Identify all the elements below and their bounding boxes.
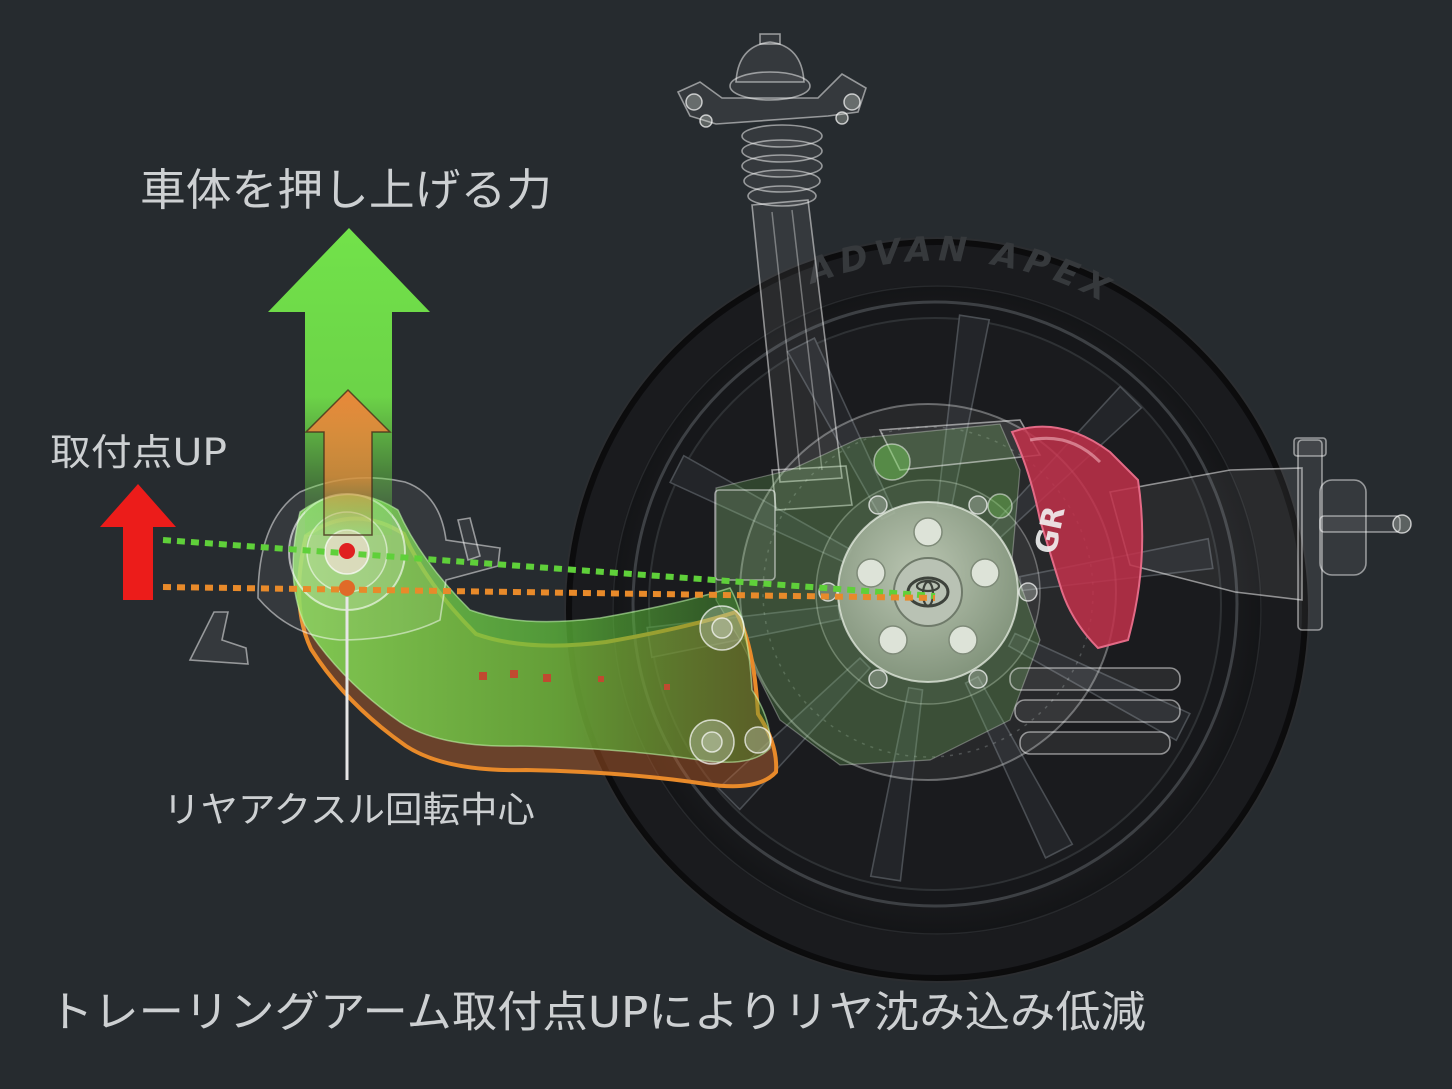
mount-point-up-label: 取付点UP	[50, 431, 227, 474]
tire-sidewall-line	[612, 285, 1262, 935]
strut-mount-plate	[676, 72, 867, 125]
knuckle-bolt	[987, 493, 1013, 519]
hub-bolt	[868, 495, 888, 515]
shock-absorber-rod	[791, 209, 823, 471]
tire-sidewall	[572, 245, 1302, 975]
lift-force-label: 車体を押し上げる力	[140, 165, 552, 216]
lift-force-arrow	[268, 228, 430, 535]
lateral-link-pin-end	[1392, 514, 1412, 534]
trailing-arm-bolt	[744, 726, 772, 754]
caption: トレーリングアーム取付点UPによりリヤ沈み込み低減	[48, 988, 1146, 1038]
raised-mount-point	[339, 543, 355, 559]
original-mount-point	[339, 580, 355, 596]
bump-stop-ring	[743, 169, 821, 193]
brake-caliper: GR	[1010, 425, 1144, 650]
trailing-arm-bolt	[689, 719, 735, 765]
strut-mount-bolt	[843, 93, 861, 111]
knuckle-bolt	[873, 443, 911, 481]
brake-caliper-body	[1010, 425, 1144, 650]
lug-nut	[878, 625, 908, 655]
trailing-arm-bolt	[699, 605, 745, 651]
lateral-link-bolt	[1297, 439, 1323, 631]
trailing-arm-raised-position	[292, 493, 771, 763]
strut-top-nut	[759, 33, 781, 45]
hub-bolt	[1018, 582, 1038, 602]
trailing-arm-bolt-inner	[711, 617, 733, 639]
lug-nut	[856, 558, 886, 588]
lateral-link-bolt-head	[1293, 437, 1327, 457]
lateral-link	[1108, 437, 1412, 631]
brake-caliper-highlight	[1029, 436, 1102, 464]
lateral-link-pin	[1319, 515, 1401, 533]
hub-bolt	[968, 669, 988, 689]
strut-mount-bolt	[685, 93, 703, 111]
axle-rotation-center-label: リヤアクスル回転中心	[163, 790, 535, 831]
lower-bracket	[188, 611, 249, 665]
hub-bolt	[968, 495, 988, 515]
raised-mount-line	[162, 537, 936, 599]
hub-bolt	[868, 669, 888, 689]
lower-link	[1019, 731, 1171, 755]
lug-nut	[948, 625, 978, 655]
mount-up-arrow	[100, 484, 176, 600]
lower-link-assembly	[1009, 667, 1181, 755]
trailing-arm-hole	[664, 684, 670, 690]
strut-top-dome	[735, 41, 805, 83]
lower-link	[1009, 667, 1181, 691]
knuckle-block	[714, 489, 776, 581]
trailing-arm-hole	[510, 670, 518, 678]
lug-nut	[913, 517, 943, 547]
lower-link	[1014, 699, 1181, 723]
shock-absorber-body	[751, 199, 843, 483]
strut-mount-bolt	[835, 111, 849, 125]
strut-mount-bolt	[699, 114, 713, 128]
strut-assembly	[676, 33, 867, 511]
trailing-arm-bolt-inner	[701, 731, 723, 753]
trailing-arm-hole	[598, 676, 604, 682]
strut-top-mount	[729, 71, 811, 101]
mount-bracket-tab	[457, 517, 481, 562]
axle-force-arrow	[304, 388, 392, 536]
shock-absorber-rod	[771, 211, 801, 471]
original-mount-line	[162, 584, 936, 601]
trailing-arm-hole	[543, 674, 551, 682]
wheel-hub	[818, 495, 1038, 689]
lug-nut	[970, 558, 1000, 588]
trailing-arm	[292, 493, 779, 789]
trailing-arm-hole	[479, 672, 487, 680]
